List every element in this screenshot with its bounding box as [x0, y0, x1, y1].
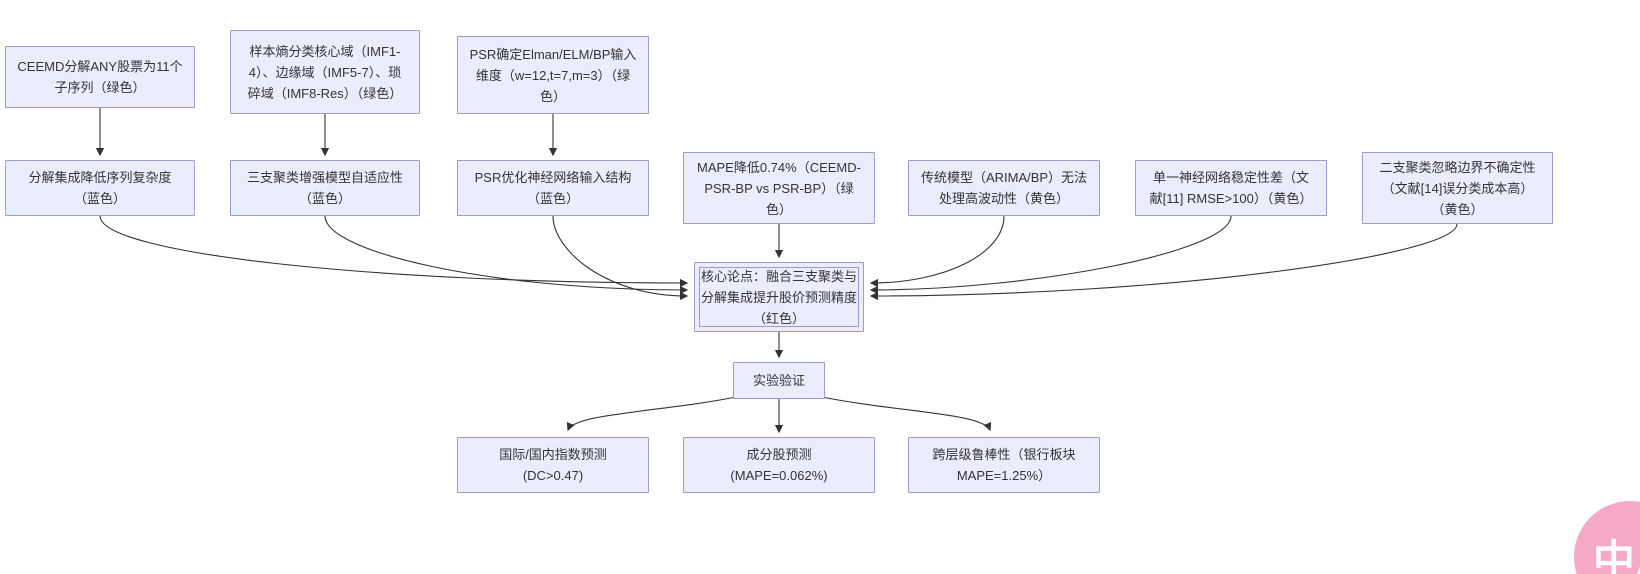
- edge-three-way-to-core: [324, 215, 689, 295]
- node-psr-structure: PSR优化神经网络输入结构 （蓝色）: [457, 160, 649, 216]
- node-two-way: 二支聚类忽略边界不确定性 （文献[14]误分类成本高） （黄色）: [1362, 152, 1553, 224]
- edge-decomposition-to-core: [99, 215, 689, 288]
- node-traditional: 传统模型（ARIMA/BP）无法 处理高波动性（黄色）: [908, 160, 1100, 216]
- node-sample-entropy: 样本熵分类核心域（IMF1- 4）、边缘域（IMF5-7）、琐 碎域（IMF8-…: [230, 30, 420, 114]
- node-mape-gain: MAPE降低0.74%（CEEMD- PSR-BP vs PSR-BP）（绿 色…: [683, 152, 875, 224]
- node-three-way: 三支聚类增强模型自适应性 （蓝色）: [230, 160, 420, 216]
- edge-psr-structure-to-core: [552, 215, 689, 301]
- edge-single-nn-to-core: [869, 215, 1232, 295]
- node-ceemd: CEEMD分解ANY股票为11个 子序列（绿色）: [5, 46, 195, 108]
- node-experiment: 实验验证: [733, 362, 825, 399]
- node-decomposition: 分解集成降低序列复杂度 （蓝色）: [5, 160, 195, 216]
- edge-experiment-to-robustness: [816, 395, 992, 432]
- node-index-prediction: 国际/国内指数预测 (DC>0.47): [457, 437, 649, 493]
- node-core-thesis: 核心论点：融合三支聚类与 分解集成提升股价预测精度 （红色）: [694, 262, 864, 332]
- node-component-prediction: 成分股预测 (MAPE=0.062%): [683, 437, 875, 493]
- edge-experiment-to-index-prediction: [566, 395, 742, 432]
- edge-two-way-to-core: [869, 223, 1458, 301]
- node-robustness: 跨层级鲁棒性（银行板块 MAPE=1.25%）: [908, 437, 1100, 493]
- translate-float-button[interactable]: 中A: [1574, 501, 1640, 574]
- edge-traditional-to-core: [869, 215, 1005, 288]
- node-psr-dimension: PSR确定Elman/ELM/BP输入 维度（w=12,t=7,m=3）（绿 色…: [457, 36, 649, 114]
- node-single-nn: 单一神经网络稳定性差（文 献[11] RMSE>100）（黄色）: [1135, 160, 1327, 216]
